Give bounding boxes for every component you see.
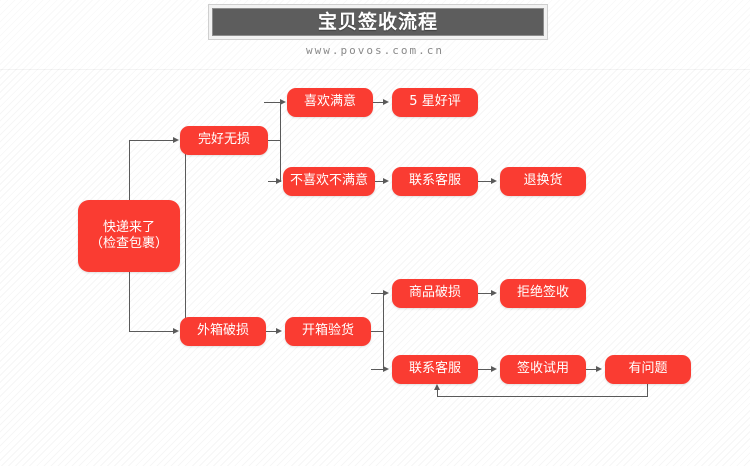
header-divider xyxy=(0,69,750,70)
edge-start-to-intact-line xyxy=(129,140,173,141)
arrow-to-five-star xyxy=(383,98,389,105)
edge-open-to-goods xyxy=(371,293,383,294)
edge-open-to-contact-bottom xyxy=(371,369,383,370)
edge-open-stub xyxy=(371,331,383,332)
arrow-to-sign-trial xyxy=(491,365,497,372)
edge-loop-down xyxy=(647,384,648,397)
node-has-problem[interactable]: 有问题 xyxy=(605,355,691,384)
edge-box-to-open xyxy=(266,331,278,332)
edge-loop-back xyxy=(437,396,648,397)
edge-like-to-five-star xyxy=(373,102,385,103)
edge-loop-up xyxy=(437,390,438,397)
node-return[interactable]: 退换货 xyxy=(500,167,586,196)
node-intact[interactable]: 完好无损 xyxy=(180,126,268,155)
node-refuse-sign[interactable]: 拒绝签收 xyxy=(500,279,586,308)
node-box-damaged[interactable]: 外箱破损 xyxy=(180,317,266,346)
arrow-to-goods-damaged xyxy=(383,289,389,296)
arrow-to-like xyxy=(280,98,286,105)
node-contact-bottom[interactable]: 联系客服 xyxy=(392,355,478,384)
title-plate: 宝贝签收流程 xyxy=(208,4,548,40)
edge-intact-trunk xyxy=(280,102,281,182)
arrow-to-contact-bottom xyxy=(383,365,389,372)
arrow-loop-into-contact-bottom xyxy=(433,384,440,390)
node-dislike[interactable]: 不喜欢不满意 xyxy=(283,167,375,196)
title-inner: 宝贝签收流程 xyxy=(212,8,544,36)
node-start[interactable]: 快递来了 （检查包裹） xyxy=(78,200,180,272)
node-contact-top[interactable]: 联系客服 xyxy=(392,167,478,196)
page-title: 宝贝签收流程 xyxy=(317,10,438,33)
node-five-star[interactable]: 5 星好评 xyxy=(392,88,478,117)
node-open-inspect[interactable]: 开箱验货 xyxy=(285,317,371,346)
edge-intact-to-like-line xyxy=(264,102,280,103)
arrow-to-has-problem xyxy=(596,365,602,372)
edge-contact-to-return xyxy=(478,181,492,182)
node-sign-trial[interactable]: 签收试用 xyxy=(500,355,586,384)
edge-dislike-to-contact xyxy=(375,181,386,182)
arrow-to-contact-top xyxy=(383,177,389,184)
arrow-to-refuse-sign xyxy=(491,289,497,296)
edge-intact-to-dislike-line xyxy=(268,181,280,182)
node-goods-damaged[interactable]: 商品破损 xyxy=(392,279,478,308)
edge-open-trunk xyxy=(383,293,384,370)
arrow-to-intact xyxy=(173,136,179,143)
edge-trial-to-problem xyxy=(586,369,598,370)
edge-start-to-box-damaged xyxy=(129,331,173,332)
arrow-to-dislike xyxy=(276,177,282,184)
edge-intact-stub xyxy=(268,140,280,141)
arrow-to-return xyxy=(491,177,497,184)
site-url: www.povos.com.cn xyxy=(306,44,444,57)
edge-contactb-to-trial xyxy=(478,369,492,370)
edge-goods-to-refuse xyxy=(478,293,492,294)
arrow-to-open-inspect xyxy=(276,327,282,334)
edge-start-trunk-vertical xyxy=(185,140,186,332)
edge-start-lower-riser xyxy=(129,272,130,332)
arrow-to-box-damaged xyxy=(173,327,179,334)
edge-start-riser xyxy=(129,140,130,200)
node-like[interactable]: 喜欢满意 xyxy=(287,88,373,117)
